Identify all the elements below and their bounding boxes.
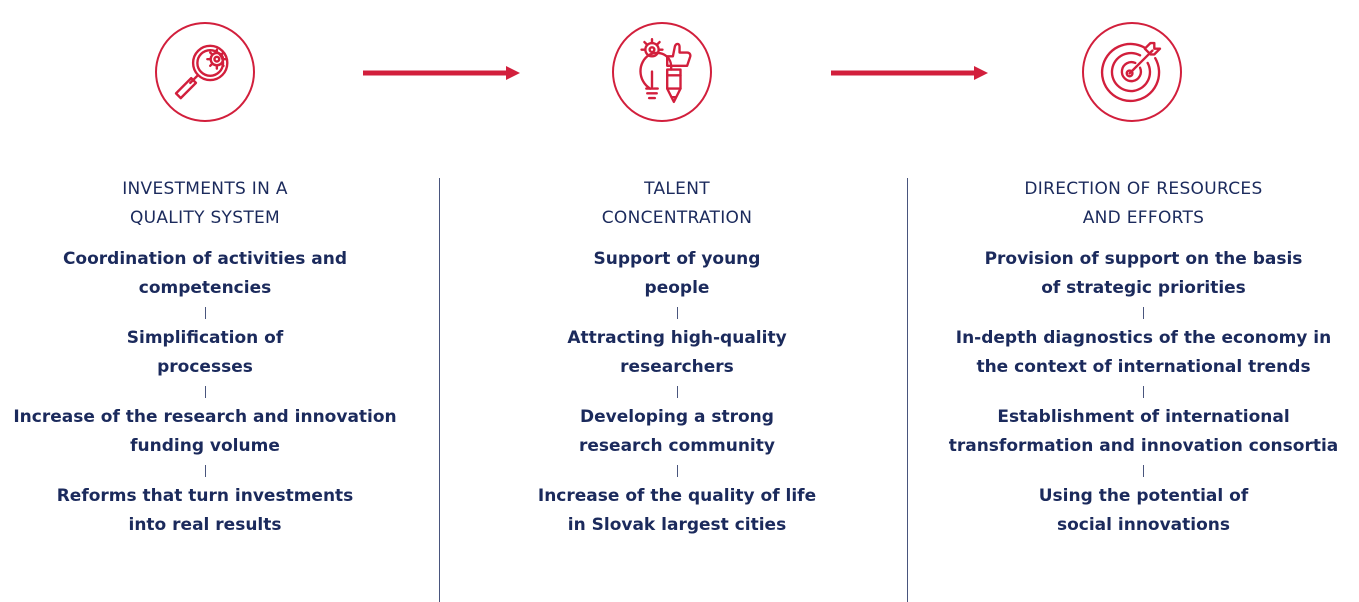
item-separator xyxy=(676,307,678,319)
item-separator xyxy=(1143,386,1144,398)
column-divider-2 xyxy=(907,178,908,602)
magnifier-gear-icon xyxy=(155,22,255,122)
list-item: Establishment of international transform… xyxy=(948,407,1339,456)
list-item: In-depth diagnostics of the economy in t… xyxy=(955,328,1332,377)
column-title: INVESTMENTS IN A QUALITY SYSTEM xyxy=(122,179,288,228)
list-item: Using the potential of social innovation… xyxy=(1038,486,1249,535)
column-title: DIRECTION OF RESOURCES AND EFFORTS xyxy=(1024,179,1263,228)
flow-arrow-2 xyxy=(831,66,988,80)
item-separator xyxy=(1143,307,1144,319)
flow-arrow-1 xyxy=(363,66,520,80)
target-arrow-icon xyxy=(1082,22,1182,122)
lightbulb-gear-thumbs-up-pencil-icon xyxy=(612,22,712,122)
list-item: Attracting high-quality researchers xyxy=(567,328,787,377)
column-title: TALENT CONCENTRATION xyxy=(601,179,753,228)
column-talent: TALENT CONCENTRATION Support of young pe… xyxy=(512,175,842,540)
item-separator xyxy=(1143,465,1144,477)
column-divider-1 xyxy=(439,178,440,602)
list-item: Increase of the quality of life in Slova… xyxy=(537,486,817,535)
column-direction: DIRECTION OF RESOURCES AND EFFORTS Provi… xyxy=(936,175,1351,540)
item-separator xyxy=(204,465,206,477)
list-item: Coordination of activities and competenc… xyxy=(62,249,348,298)
item-separator xyxy=(204,386,206,398)
list-item: Support of young people xyxy=(593,249,761,298)
column-investments: INVESTMENTS IN A QUALITY SYSTEM Coordina… xyxy=(0,175,410,540)
item-separator xyxy=(676,386,678,398)
list-item: Provision of support on the basis of str… xyxy=(984,249,1303,298)
item-separator xyxy=(676,465,678,477)
list-item: Reforms that turn investments into real … xyxy=(56,486,354,535)
list-item: Developing a strong research community xyxy=(579,407,775,456)
list-item: Simplification of processes xyxy=(126,328,284,377)
item-separator xyxy=(204,307,206,319)
list-item: Increase of the research and innovation … xyxy=(13,407,397,456)
